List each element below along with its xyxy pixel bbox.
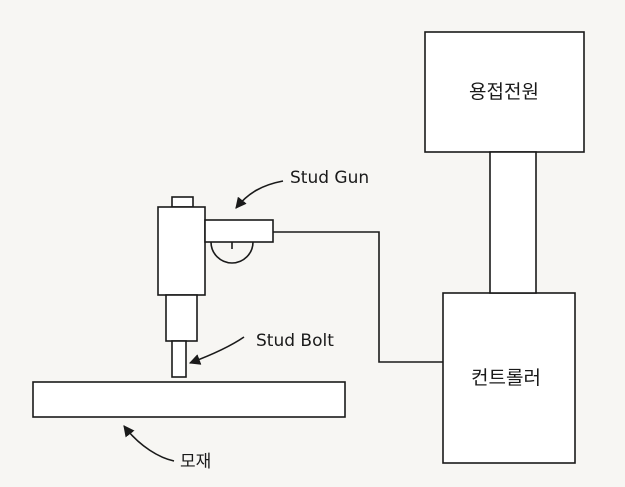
trigger-guard (210, 241, 254, 264)
stud-gun-handle (204, 219, 274, 243)
controller-box (442, 292, 576, 464)
stud-gun-top-knob (171, 196, 194, 208)
stud-gun-body (157, 206, 206, 296)
stud-gun-label: Stud Gun (290, 168, 370, 188)
base-material-plate (32, 381, 346, 418)
power-supply-label: 용접전원 (469, 81, 539, 103)
base-material-pointer-arrow (123, 425, 175, 462)
stud-bolt-label: Stud Bolt (256, 331, 334, 351)
stud-bolt-pointer-arrow (188, 336, 245, 365)
base-material-label: 모재 (180, 452, 212, 472)
stud-gun-pointer-arrow (235, 180, 284, 209)
stud-gun-chuck (165, 294, 198, 342)
controller-label: 컨트롤러 (471, 367, 541, 389)
connection-bar (489, 151, 537, 294)
cable (273, 231, 443, 363)
stud-bolt (171, 340, 187, 378)
power-supply-box (424, 31, 585, 153)
